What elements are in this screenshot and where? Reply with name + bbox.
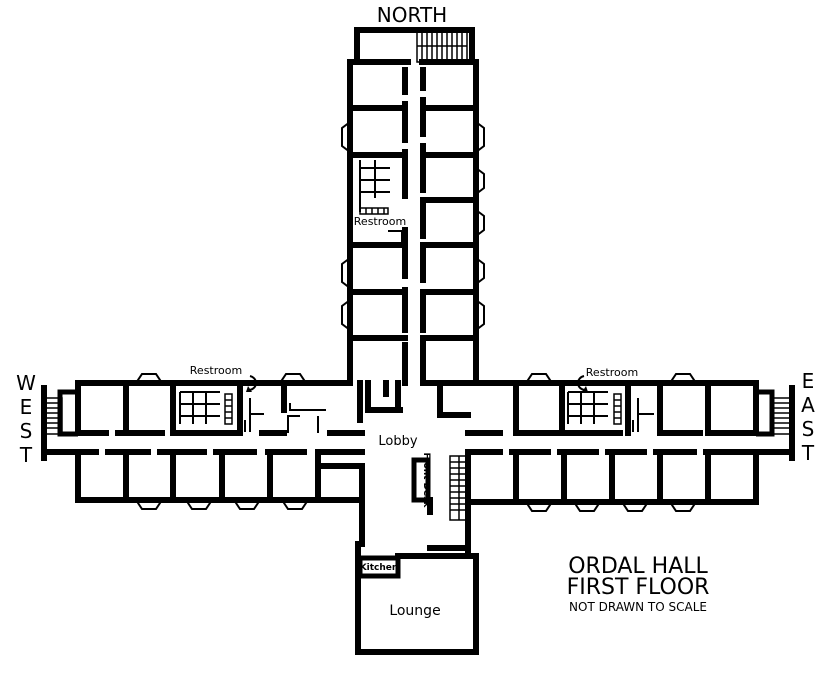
lobby-core [355, 380, 479, 655]
west-restroom-stalls [179, 391, 264, 432]
kitchen-box [357, 555, 401, 579]
svg-text:S: S [802, 417, 815, 441]
title-line-3: NOT DRAWN TO SCALE [569, 600, 707, 614]
north-stairs [416, 29, 468, 63]
svg-text:T: T [801, 441, 815, 465]
front-desk-box [411, 457, 431, 503]
east-wing [465, 373, 795, 512]
compass-east-label: E A S T [801, 369, 815, 465]
east-restroom-stalls [567, 391, 654, 432]
svg-text:A: A [801, 393, 815, 417]
title-line-2: FIRST FLOOR [567, 575, 710, 600]
compass-west-label: W E S T [16, 371, 36, 467]
svg-text:E: E [802, 369, 815, 393]
title-line-1: ORDAL HALL [568, 554, 708, 579]
restroom-arrow-icon [249, 375, 257, 391]
front-desk-label: Front Desk [421, 453, 431, 509]
restroom-east-label: Restroom [586, 366, 638, 379]
east-stairs [753, 385, 795, 461]
lounge-label: Lounge [389, 603, 440, 619]
west-stairs [41, 385, 81, 461]
restroom-arrow-icon [577, 375, 585, 391]
svg-text:T: T [19, 443, 33, 467]
north-restroom-stalls [359, 160, 403, 245]
compass-north-label: NORTH [377, 3, 447, 27]
west-wing [41, 373, 365, 510]
lobby-label: Lobby [378, 434, 417, 449]
svg-text:W: W [16, 371, 36, 395]
svg-text:E: E [20, 395, 33, 419]
restroom-north-label: Restroom [354, 215, 406, 228]
svg-text:S: S [20, 419, 33, 443]
north-wing [341, 27, 485, 386]
restroom-west-label: Restroom [190, 364, 242, 377]
lobby-stairs [449, 455, 469, 521]
kitchen-label: Kitchen [360, 563, 399, 573]
